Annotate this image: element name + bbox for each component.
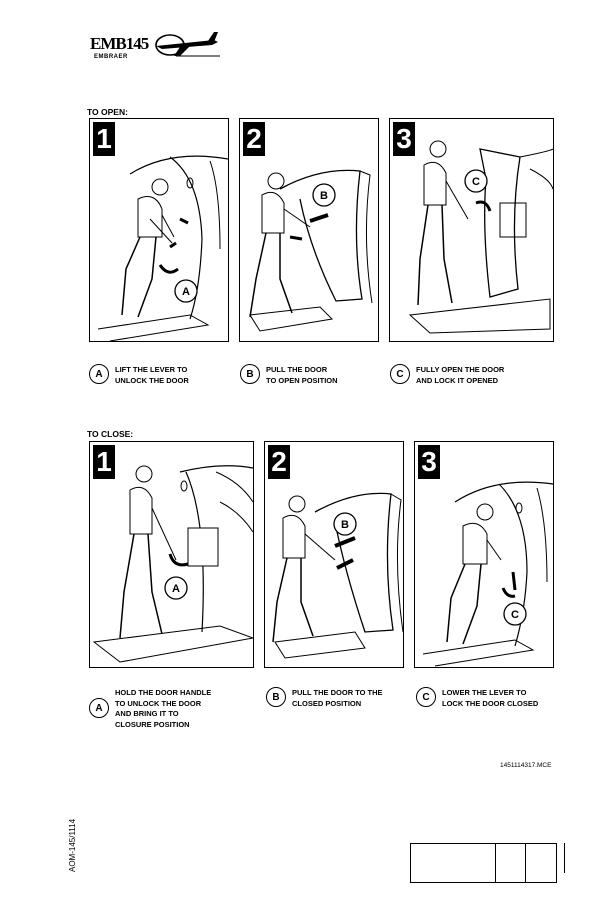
svg-text:A: A (182, 286, 190, 298)
caption-line: AND BRING IT TO (115, 709, 179, 718)
caption-line: TO UNLOCK THE DOOR (115, 698, 202, 708)
open-step-3-panel: 3 C (389, 118, 554, 342)
caption-line: UNLOCK THE DOOR (115, 375, 189, 385)
close-step-2-caption: B PULL THE DOOR TO THE CLOSED POSITION (266, 687, 383, 709)
caption-line: PULL THE DOOR TO THE (292, 688, 383, 697)
step-number: 3 (393, 122, 415, 156)
close-step-3-illustration: C (422, 481, 553, 667)
open-step-2-illustration: B (249, 169, 373, 332)
caption-line: CLOSED POSITION (292, 698, 362, 708)
callout-b: B (240, 364, 260, 384)
open-step-1-illustration: A (97, 155, 228, 341)
caption-line: TO OPEN POSITION (266, 375, 338, 385)
open-step-2-panel: 2 B (239, 118, 379, 342)
footer-divider (525, 844, 526, 882)
svg-text:C: C (472, 176, 480, 188)
callout-c: C (416, 687, 436, 707)
logo-sub: EMBRAER (94, 54, 128, 60)
step-number: 1 (93, 445, 115, 479)
open-step-1-panel: 1 A (89, 118, 229, 342)
caption-line: CLOSURE POSITION (115, 719, 190, 729)
to-open-label: TO OPEN: (87, 107, 128, 117)
caption-line: AND LOCK IT OPENED (416, 375, 499, 385)
step-number: 3 (418, 445, 440, 479)
caption-line: LOWER THE LEVER TO (442, 688, 527, 697)
step-number: 2 (268, 445, 290, 479)
svg-text:B: B (341, 519, 349, 531)
svg-text:A: A (172, 583, 180, 595)
close-step-1-illustration: A (92, 465, 253, 663)
callout-a: A (89, 364, 109, 384)
step-number: 2 (243, 122, 265, 156)
callout-a: A (89, 698, 109, 718)
close-step-1-caption: A HOLD THE DOOR HANDLE TO UNLOCK THE DOO… (89, 688, 211, 730)
change-bar (564, 843, 565, 873)
close-step-1-panel: 1 A (89, 441, 254, 668)
close-step-2-illustration: B (272, 492, 403, 659)
caption-line: HOLD THE DOOR HANDLE (115, 688, 212, 697)
to-close-label: TO CLOSE: (87, 429, 134, 439)
step-number: 1 (93, 122, 115, 156)
svg-text:C: C (511, 609, 519, 621)
footer-divider (495, 844, 496, 882)
open-step-1-caption: A LIFT THE LEVER TO UNLOCK THE DOOR (89, 364, 189, 386)
close-step-2-panel: 2 B (264, 441, 404, 668)
caption-line: FULLY OPEN THE DOOR (416, 365, 505, 374)
caption-line: LIFT THE LEVER TO (115, 365, 188, 374)
callout-b: B (266, 687, 286, 707)
caption-line: PULL THE DOOR (266, 365, 328, 374)
logo-text: EMB145 (90, 34, 149, 53)
svg-text:B: B (320, 190, 328, 202)
document-code: AOM-145/1114 (68, 818, 77, 872)
caption-line: LOCK THE DOOR CLOSED (442, 698, 539, 708)
open-step-3-illustration: C (408, 140, 553, 334)
airplane-icon (155, 32, 220, 57)
open-step-3-caption: C FULLY OPEN THE DOOR AND LOCK IT OPENED (390, 364, 505, 386)
open-step-2-caption: B PULL THE DOOR TO OPEN POSITION (240, 364, 338, 386)
close-step-3-caption: C LOWER THE LEVER TO LOCK THE DOOR CLOSE… (416, 687, 539, 709)
figure-reference: 1451114317.MCE (500, 762, 552, 769)
embraer-logo: EMB145 EMBRAER (90, 30, 220, 70)
footer-table (410, 843, 557, 883)
close-step-3-panel: 3 C (414, 441, 554, 668)
callout-c: C (390, 364, 410, 384)
